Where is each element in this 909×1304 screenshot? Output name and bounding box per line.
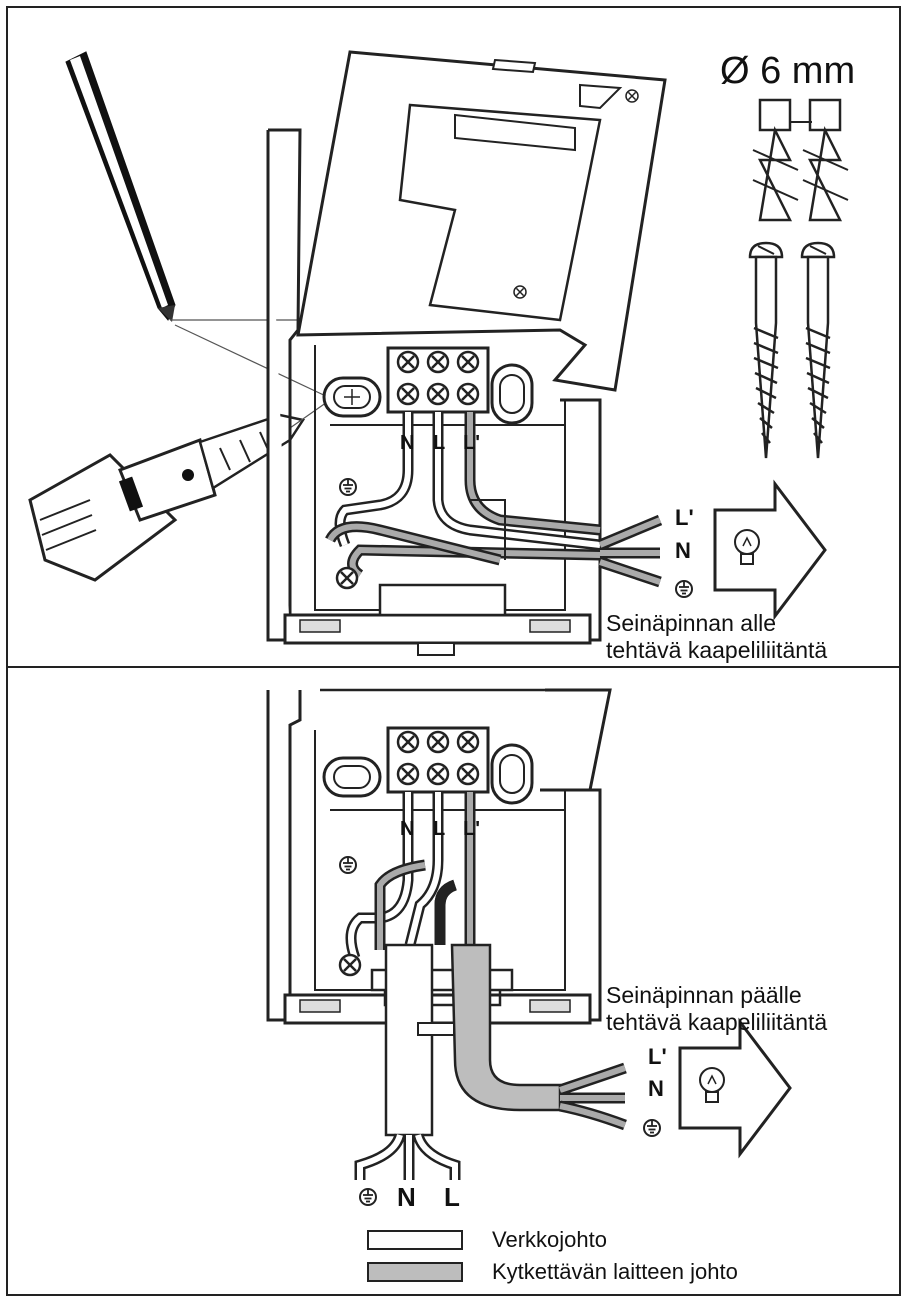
terminal-label-l-top: L: [433, 432, 446, 454]
terminal-label-n-bottom: N: [400, 818, 415, 840]
top-caption-line2: tehtävä kaapeliliitäntä: [606, 637, 828, 663]
output-label-n-bottom: N: [648, 1076, 664, 1101]
screw-icon: [748, 241, 836, 459]
mains-label-l: L: [444, 1182, 460, 1212]
terminal-label-n-top: N: [400, 432, 415, 454]
terminal-label-l2-bottom: L': [463, 818, 480, 840]
wall-plug-icon: [752, 98, 849, 222]
pencil-icon: [65, 51, 176, 322]
lamp-arrow-icon: [713, 482, 827, 618]
top-caption-line1: Seinäpinnan alle: [606, 610, 777, 636]
legend-label-appliance: Kytkettävän laitteen johto: [492, 1259, 738, 1284]
terminal-label-l-bottom: L: [433, 818, 446, 840]
output-label-n-top: N: [675, 538, 691, 563]
drill-size-label: Ø 6 mm: [720, 50, 856, 92]
housing-top: [266, 50, 667, 656]
output-label-l2-bottom: L': [648, 1044, 667, 1069]
legend-label-mains: Verkkojohto: [492, 1227, 607, 1252]
mains-label-n: N: [397, 1182, 416, 1212]
earth-symbol: [359, 1188, 377, 1206]
panel-divider: [6, 666, 901, 668]
drill-icon: [28, 413, 306, 582]
legend-swatch-mains: [367, 1230, 463, 1250]
bottom-caption-line2: tehtävä kaapeliliitäntä: [606, 1009, 828, 1035]
figure-frame: [6, 6, 901, 1296]
output-label-l2-top: L': [675, 505, 694, 530]
bottom-caption-line1: Seinäpinnan päälle: [606, 982, 802, 1008]
terminal-label-l2-top: L': [463, 432, 480, 454]
earth-symbol: [675, 580, 693, 598]
legend-swatch-appliance: [367, 1262, 463, 1282]
housing-bottom: [266, 688, 627, 1180]
earth-symbol: [643, 1119, 661, 1137]
lamp-arrow-icon: [678, 1020, 792, 1156]
